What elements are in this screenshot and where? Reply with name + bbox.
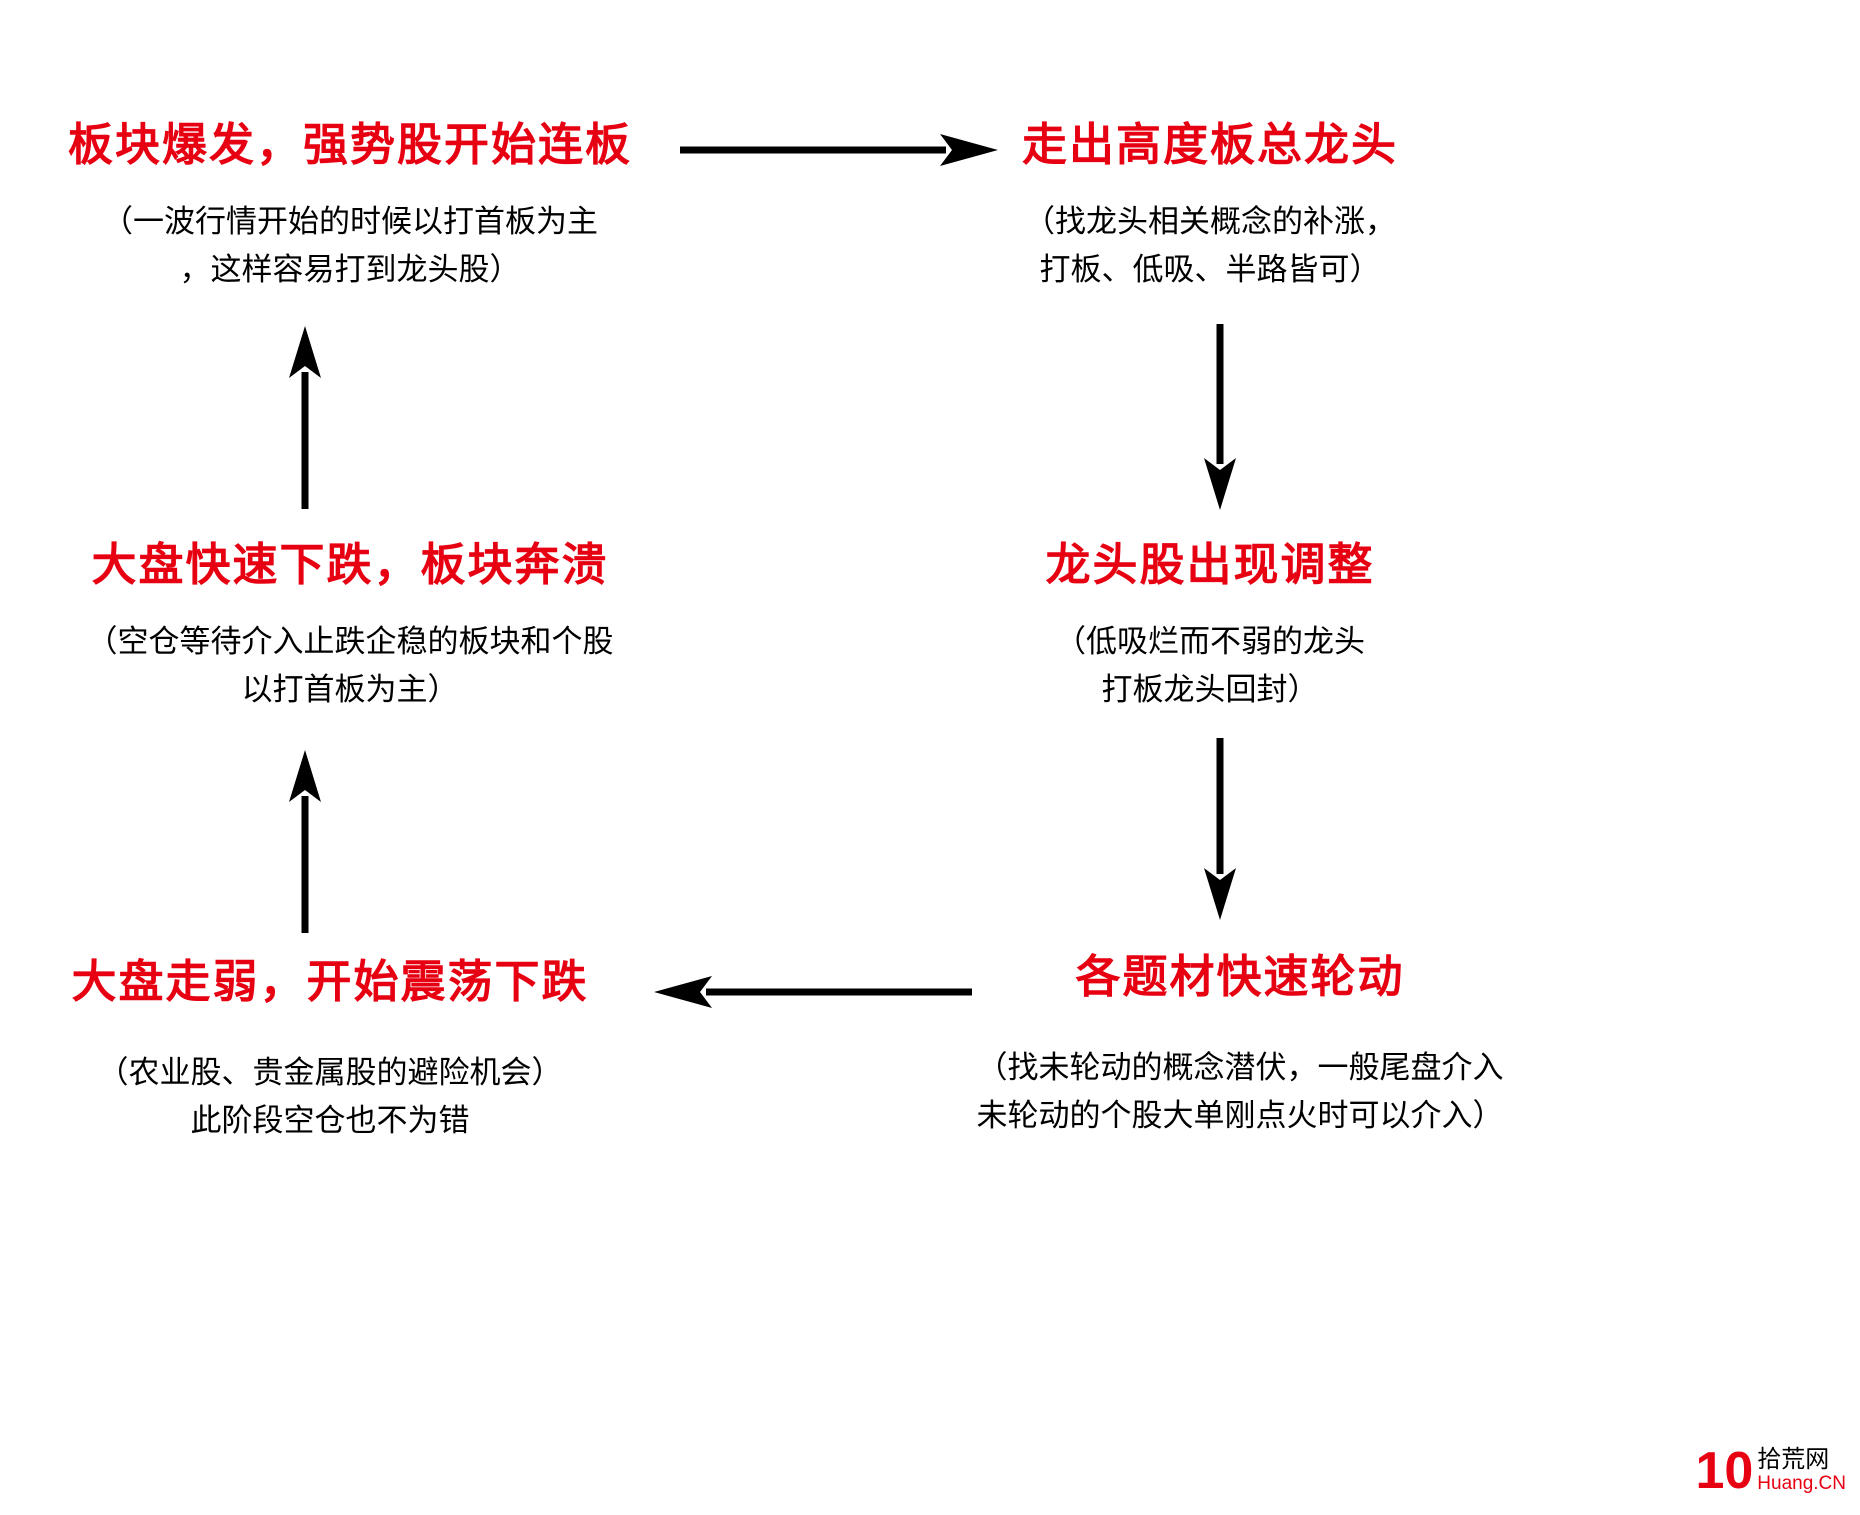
- subtext-line: 打板、低吸、半路皆可）: [1039, 252, 1381, 288]
- arrow-right-top-icon: [678, 128, 1000, 172]
- node-themes-rotate: 各题材快速轮动 （找未轮动的概念潜伏，一般尾盘介入 未轮动的个股大单刚点火时可以…: [930, 950, 1550, 1140]
- subtext-line: （一波行情开始的时候以打首板为主: [102, 204, 598, 239]
- node-sector-breakout: 板块爆发，强势股开始连板 （一波行情开始的时候以打首板为主 ，这样容易打到龙头股…: [60, 118, 640, 294]
- arrow-up-upper-icon: [281, 326, 329, 511]
- node-subtext: （空仓等待介入止跌企稳的板块和个股 以打首板为主）: [60, 618, 640, 714]
- node-title: 龙头股出现调整: [1045, 539, 1375, 590]
- node-dragon-head-adjusts: 龙头股出现调整 （低吸烂而不弱的龙头 打板龙头回封）: [980, 538, 1440, 714]
- site-watermark: 10 拾荒网 Huang.CN: [1695, 1445, 1846, 1497]
- node-subtext: （找龙头相关概念的补涨， 打板、低吸、半路皆可）: [980, 198, 1440, 294]
- subtext-line: （空仓等待介入止跌企稳的板块和个股: [86, 624, 614, 659]
- subtext-line: （找龙头相关概念的补涨，: [1024, 204, 1396, 239]
- subtext-line: 打板龙头回封）: [1101, 672, 1319, 708]
- node-subtext: （农业股、贵金属股的避险机会） 此阶段空仓也不为错: [40, 1049, 620, 1145]
- subtext-line: 以打首板为主）: [241, 672, 459, 708]
- logo-number: 10: [1695, 1442, 1754, 1500]
- node-subtext: （一波行情开始的时候以打首板为主 ，这样容易打到龙头股）: [60, 198, 640, 294]
- arrow-down-lower-icon: [1196, 736, 1244, 922]
- subtext-line: （找未轮动的概念潜伏，一般尾盘介入: [976, 1050, 1504, 1085]
- subtext-line: （低吸烂而不弱的龙头: [1055, 624, 1365, 659]
- subtext-line: ，这样容易打到龙头股）: [179, 252, 521, 288]
- arrow-left-bottom-icon: [652, 970, 974, 1014]
- logo-text-column: 拾荒网 Huang.CN: [1757, 1446, 1846, 1494]
- node-market-crashes: 大盘快速下跌，板块奔溃 （空仓等待介入止跌企稳的板块和个股 以打首板为主）: [60, 538, 640, 714]
- subtext-line: 此阶段空仓也不为错: [190, 1103, 470, 1139]
- node-title: 板块爆发，强势股开始连板: [67, 119, 632, 170]
- arrow-up-lower-icon: [281, 750, 329, 935]
- arrow-down-upper-icon: [1196, 322, 1244, 512]
- node-dragon-head-emerges: 走出高度板总龙头 （找龙头相关概念的补涨， 打板、低吸、半路皆可）: [980, 118, 1440, 294]
- node-market-weakens: 大盘走弱，开始震荡下跌 （农业股、贵金属股的避险机会） 此阶段空仓也不为错: [40, 955, 620, 1145]
- subtext-line: 未轮动的个股大单刚点火时可以介入）: [976, 1098, 1504, 1134]
- node-title: 大盘走弱，开始震荡下跌: [71, 956, 589, 1007]
- node-title: 走出高度板总龙头: [1021, 119, 1398, 170]
- site-name: 拾荒网: [1757, 1446, 1830, 1474]
- node-subtext: （低吸烂而不弱的龙头 打板龙头回封）: [980, 618, 1440, 714]
- node-subtext: （找未轮动的概念潜伏，一般尾盘介入 未轮动的个股大单刚点火时可以介入）: [930, 1044, 1550, 1140]
- node-title: 大盘快速下跌，板块奔溃: [91, 539, 609, 590]
- subtext-line: （农业股、贵金属股的避险机会）: [97, 1055, 563, 1090]
- site-url: Huang.CN: [1757, 1472, 1846, 1494]
- node-title: 各题材快速轮动: [1075, 951, 1405, 1002]
